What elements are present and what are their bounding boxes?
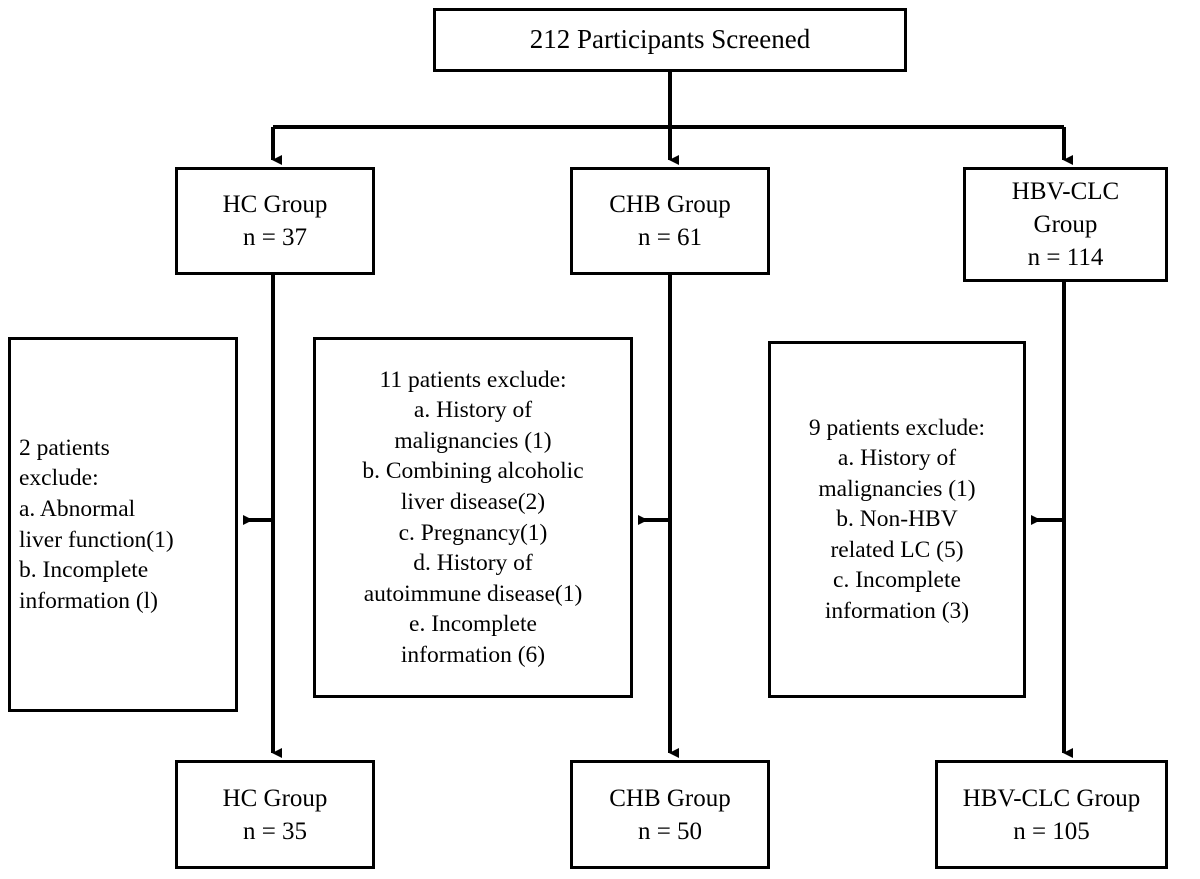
node-line: b. Incomplete	[19, 557, 149, 584]
node-line: c. Pregnancy(1)	[398, 519, 548, 546]
node-hbvclc-final: HBV-CLC Group n = 105	[935, 760, 1168, 869]
node-line: a. History of	[413, 397, 533, 424]
node-line: a. History of	[837, 445, 957, 472]
node-line: b. Non-HBV	[836, 506, 958, 533]
node-line: n = 37	[242, 224, 308, 251]
node-chb-exclusions: 11 patients exclude: a. History of malig…	[313, 337, 633, 698]
node-line: HC Group	[222, 784, 328, 812]
node-chb-group: CHB Group n = 61	[570, 167, 770, 275]
node-line: related LC (5)	[830, 536, 964, 563]
node-line: HBV-CLC Group	[962, 784, 1141, 812]
node-line: liver function(1)	[19, 526, 174, 553]
node-line: 212 Participants Screened	[529, 24, 811, 55]
node-line: information (3)	[824, 597, 970, 624]
node-line: HBV-CLC	[1011, 178, 1120, 205]
node-line: HC Group	[222, 191, 328, 218]
node-line: malignancies (1)	[394, 427, 552, 454]
node-line: d. History of	[413, 550, 533, 577]
node-hc-exclusions: 2 patients exclude: a. Abnormal liver fu…	[8, 337, 238, 712]
node-line: c. Incomplete	[833, 567, 961, 594]
node-line: Group	[1033, 211, 1098, 238]
node-hc-final: HC Group n = 35	[175, 760, 375, 869]
node-line: 9 patients exclude:	[808, 414, 986, 441]
node-chb-final: CHB Group n = 50	[570, 760, 770, 869]
node-line: n = 114	[1027, 244, 1104, 271]
node-line: autoimmune disease(1)	[363, 580, 583, 607]
node-line: 2 patients	[19, 434, 110, 461]
node-line: e. Incomplete	[409, 611, 537, 638]
node-participants-screened: 212 Participants Screened	[433, 8, 907, 72]
node-hbvclc-exclusions: 9 patients exclude: a. History of malign…	[768, 341, 1026, 698]
node-line: information (l)	[19, 587, 159, 614]
node-line: malignancies (1)	[818, 475, 976, 502]
node-line: n = 35	[242, 817, 308, 845]
node-line: b. Combining alcoholic	[362, 458, 584, 485]
node-hc-group: HC Group n = 37	[175, 167, 375, 275]
node-line: CHB Group	[609, 784, 731, 812]
node-line: liver disease(2)	[400, 488, 546, 515]
node-line: exclude:	[19, 465, 99, 492]
node-line: CHB Group	[609, 191, 731, 218]
node-line: n = 61	[637, 224, 703, 251]
node-line: information (6)	[400, 641, 546, 668]
node-line: 11 patients exclude:	[379, 366, 567, 393]
node-line: a. Abnormal	[19, 495, 136, 522]
node-line: n = 50	[637, 817, 703, 845]
node-hbvclc-group: HBV-CLC Group n = 114	[963, 167, 1168, 282]
node-line: n = 105	[1013, 817, 1090, 845]
